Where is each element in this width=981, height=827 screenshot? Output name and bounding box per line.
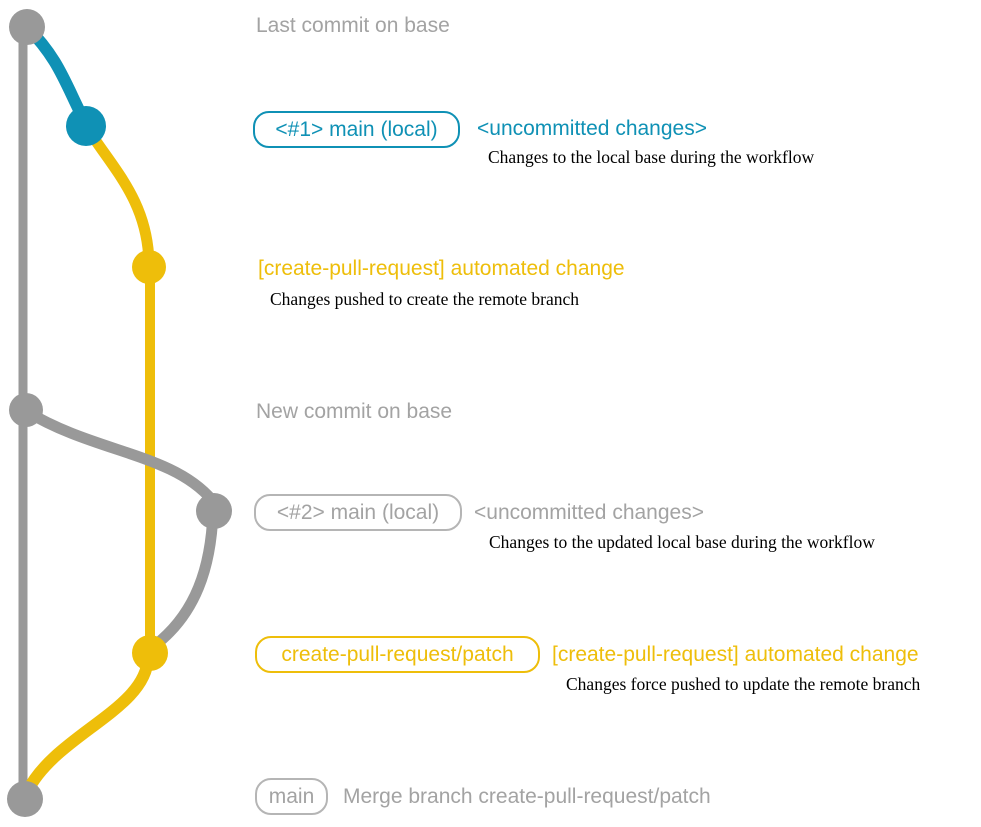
commit-node-merge [7,781,43,817]
commit-node-last-on-base [9,9,45,45]
branch-badge-main-local-2: <#2> main (local) [254,494,462,531]
merge-commit-label: Merge branch create-pull-request/patch [343,785,711,808]
branch-badge-create-pull-request-patch: create-pull-request/patch [255,636,540,673]
automated-change-title-2: [create-pull-request] automated change [552,643,919,666]
uncommitted-changes-label-1: <uncommitted changes> [477,117,707,140]
commit-node-local-changes-2 [196,493,232,529]
uncommitted-changes-label-2: <uncommitted changes> [474,501,704,524]
commit-node-automated-change-1 [132,250,166,284]
annotation-local-base-2: Changes to the updated local base during… [489,532,875,552]
automated-change-title-1: [create-pull-request] automated change [258,257,625,280]
commit-graph [7,9,232,817]
commit-node-automated-change-2 [132,635,168,671]
annotation-pushed-create: Changes pushed to create the remote bran… [270,289,580,309]
branch-curve-gray-lower [150,511,219,651]
branch-curve-yellow-upper [81,123,155,265]
commit-node-local-changes-1 [66,106,106,146]
annotation-local-base-1: Changes to the local base during the wor… [488,147,815,167]
new-commit-label: New commit on base [256,400,453,423]
annotation-force-pushed: Changes force pushed to update the remot… [566,674,921,694]
branch-curve-gray-upper [23,406,217,504]
branch-curve-yellow-lower [21,657,154,795]
commit-node-new-on-base [9,393,43,427]
last-commit-label: Last commit on base [256,14,450,37]
branch-badge-main: main [255,778,328,815]
branch-badge-main-local-1: <#1> main (local) [253,111,460,148]
